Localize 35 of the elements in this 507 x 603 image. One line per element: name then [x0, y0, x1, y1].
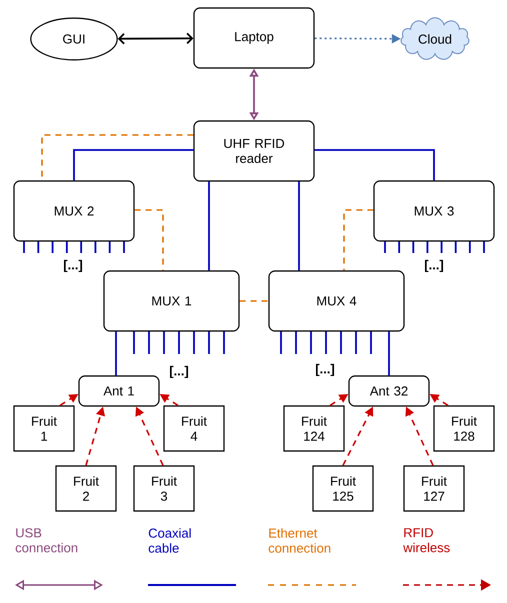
device-box: MUX 2 — [13, 180, 135, 242]
legend-text: Coaxial cable — [148, 528, 191, 553]
device-box: Ant 1 — [78, 375, 160, 407]
connector — [314, 149, 435, 180]
connector — [118, 32, 194, 44]
device-box: MUX 1 — [103, 270, 240, 332]
ellipsis-label: [...] — [316, 364, 334, 376]
connector — [134, 209, 164, 270]
ellipse-node: GUI — [30, 18, 118, 60]
device-box: MUX 3 — [373, 180, 495, 242]
fruit-box: Fruit 2 — [55, 465, 117, 512]
fruit-box: Fruit 124 — [283, 405, 345, 452]
fruit-box: Fruit 3 — [133, 465, 195, 512]
connector — [343, 209, 374, 270]
fruit-box: Fruit 125 — [312, 465, 374, 512]
device-box: UHF RFID reader — [193, 120, 315, 182]
connector — [115, 332, 117, 376]
connector — [298, 182, 300, 270]
connector — [73, 149, 194, 180]
device-box: MUX 4 — [268, 270, 405, 332]
connector — [388, 332, 390, 376]
legend-text: RFID wireless — [403, 528, 450, 552]
ellipsis-label: [...] — [170, 366, 188, 378]
fruit-box: Fruit 4 — [163, 405, 225, 452]
legend-text: Ethernet connection — [268, 528, 330, 553]
ellipsis-label: [...] — [64, 260, 82, 272]
connector — [240, 300, 268, 302]
fruit-box: Fruit 128 — [433, 405, 495, 452]
ellipsis-label: [...] — [425, 260, 444, 272]
legend-text: USB connection — [16, 528, 78, 552]
fruit-box: Fruit 127 — [403, 465, 465, 512]
device-box: Ant 32 — [348, 375, 430, 407]
connector — [208, 182, 210, 270]
fruit-box: Fruit 1 — [13, 405, 75, 452]
device-box: Laptop — [193, 7, 315, 69]
